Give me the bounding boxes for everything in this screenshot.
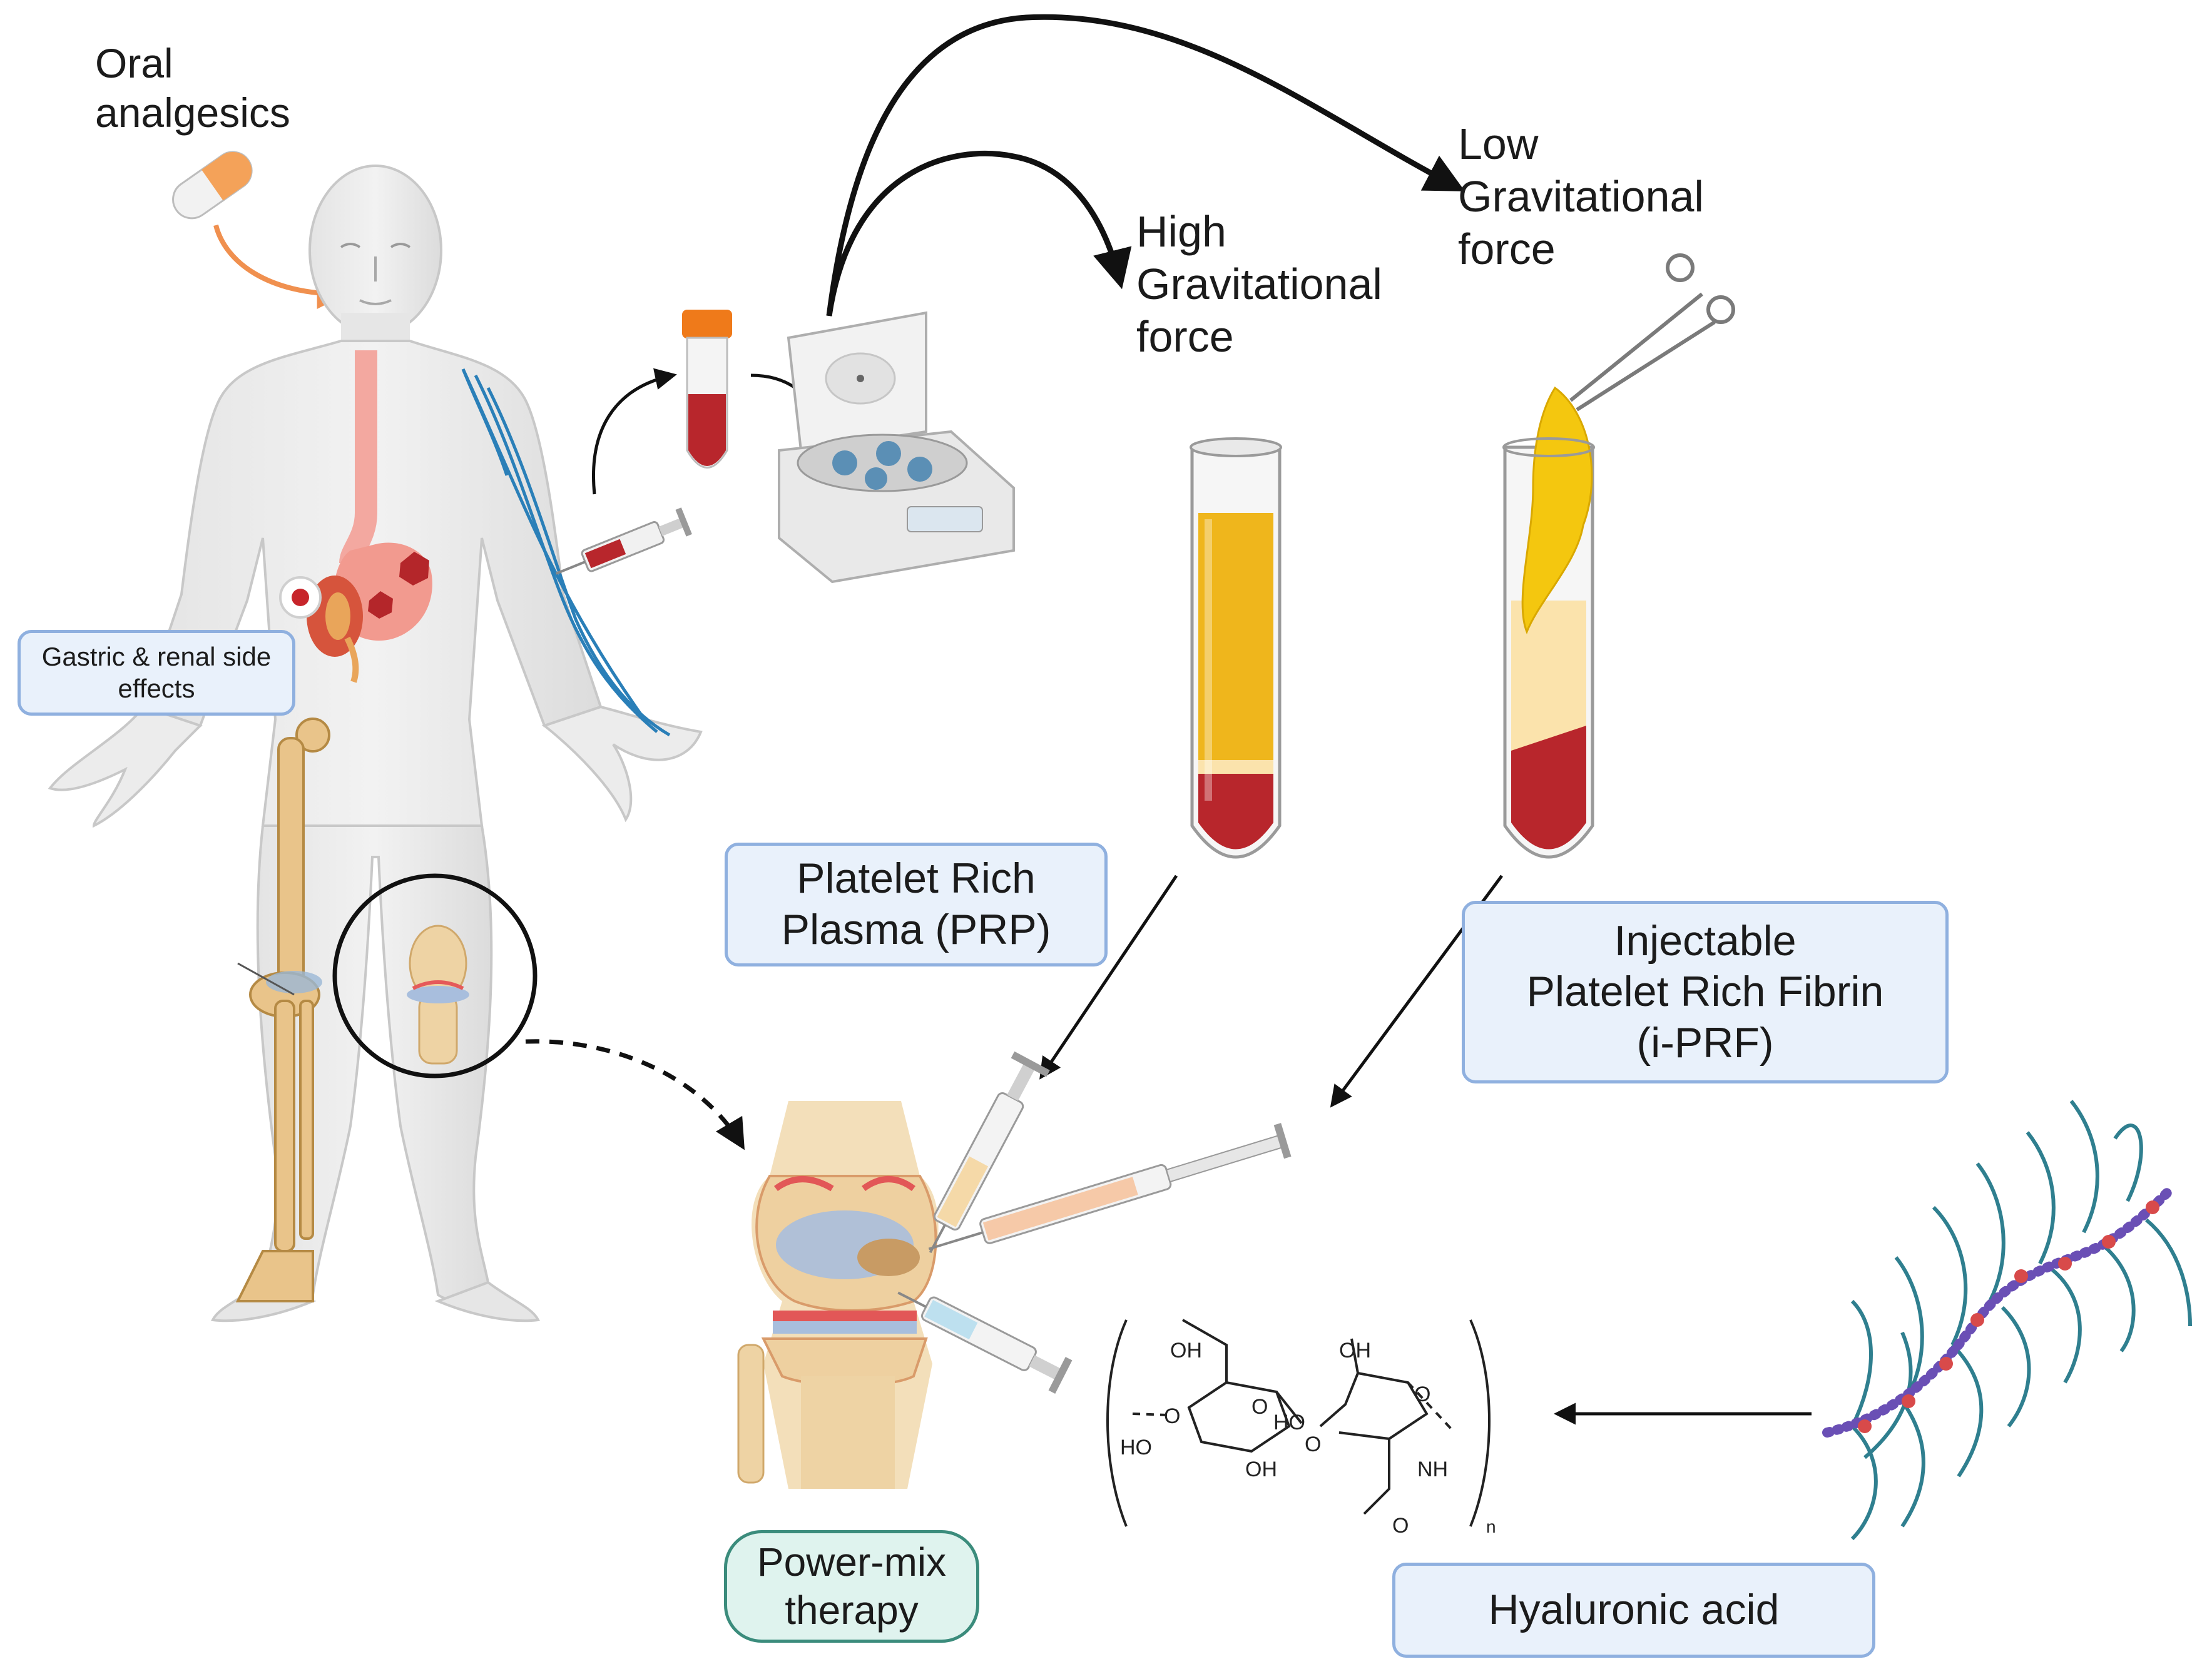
high-force-label: High Gravitational force — [1136, 205, 1382, 363]
hyaluronic-acid-label: Hyaluronic acid — [1488, 1586, 1780, 1634]
prp-line-1: Platelet Rich — [797, 855, 1036, 903]
chem-nh: NH — [1417, 1458, 1448, 1481]
ha-syringe-icon — [897, 1291, 1073, 1394]
iprf-line-1: Injectable — [1614, 916, 1797, 965]
low-force-line-3: force — [1458, 225, 1556, 273]
knee-zoom-arrow — [525, 1039, 745, 1150]
iprf-line-3: (i-PRF) — [1636, 1018, 1774, 1067]
chem-o-acetyl: O — [1392, 1514, 1409, 1538]
prp-tube-icon — [1190, 437, 1282, 859]
iprf-tube-icon — [1502, 386, 1595, 859]
high-force-line-1: High — [1136, 207, 1226, 256]
oral-analgesics-line-2: analgesics — [95, 89, 290, 136]
low-force-line-2: Gravitational — [1458, 172, 1704, 221]
gastric-renal-line-2: effects — [118, 673, 195, 703]
knee-joint-icon — [737, 1101, 939, 1489]
power-mix-line-1: Power-mix — [757, 1540, 947, 1585]
power-mix-line-2: therapy — [785, 1588, 919, 1633]
ha-molecule-structure — [1106, 1319, 1491, 1527]
capsule-icon — [172, 151, 253, 220]
chem-n-subscript: n — [1486, 1517, 1496, 1536]
power-mix-box: Power-mix therapy — [724, 1530, 979, 1643]
oral-analgesics-line-1: Oral — [95, 40, 173, 86]
chem-o-ring-right: O — [1414, 1382, 1430, 1406]
prp-box: Platelet Rich Plasma (PRP) — [725, 843, 1108, 966]
iprf-line-2: Platelet Rich Fibrin — [1526, 968, 1884, 1016]
low-force-line-1: Low — [1458, 119, 1539, 168]
gastric-renal-box: Gastric & renal side effects — [18, 630, 295, 716]
iprf-syringe-icon — [928, 1123, 1292, 1250]
hyaluronic-chain-icon — [1822, 1100, 2192, 1541]
chem-oh-top-right: OH — [1339, 1339, 1371, 1362]
high-force-line-2: Gravitational — [1136, 260, 1382, 308]
chem-o-ring-left: O — [1251, 1395, 1268, 1419]
low-force-label: Low Gravitational force — [1458, 118, 1704, 275]
human-body-icon — [48, 165, 703, 1322]
to-tube-arrow — [592, 368, 677, 495]
chem-oh-top-left: OH — [1170, 1339, 1202, 1362]
iprf-box: Injectable Platelet Rich Fibrin (i-PRF) — [1462, 901, 1949, 1083]
forceps-icon — [1569, 253, 1735, 412]
low-force-arrow — [826, 14, 1465, 317]
chem-ho-bridge: HO — [1273, 1411, 1305, 1434]
hyaluronic-acid-box: Hyaluronic acid — [1392, 1563, 1875, 1658]
centrifuge-icon — [778, 311, 1015, 584]
blood-tube-icon — [682, 310, 732, 469]
syringe-icon — [555, 507, 692, 575]
knee-zoom-circle — [332, 873, 538, 1078]
prp-to-knee-arrow — [1039, 875, 1178, 1080]
chem-o-bridge: O — [1305, 1433, 1321, 1456]
prp-syringe-icon — [929, 1051, 1050, 1254]
oral-route-arrow — [213, 225, 347, 309]
high-force-arrow — [826, 151, 1132, 317]
gastric-renal-line-1: Gastric & renal side — [41, 642, 272, 672]
oral-analgesics-label: Oral analgesics — [95, 39, 290, 138]
chem-o-left: O — [1164, 1404, 1180, 1428]
high-force-line-3: force — [1136, 312, 1234, 361]
chem-oh-bottom: OH — [1245, 1458, 1277, 1481]
chem-ho-left: HO — [1120, 1436, 1152, 1459]
prp-line-2: Plasma (PRP) — [781, 906, 1051, 953]
